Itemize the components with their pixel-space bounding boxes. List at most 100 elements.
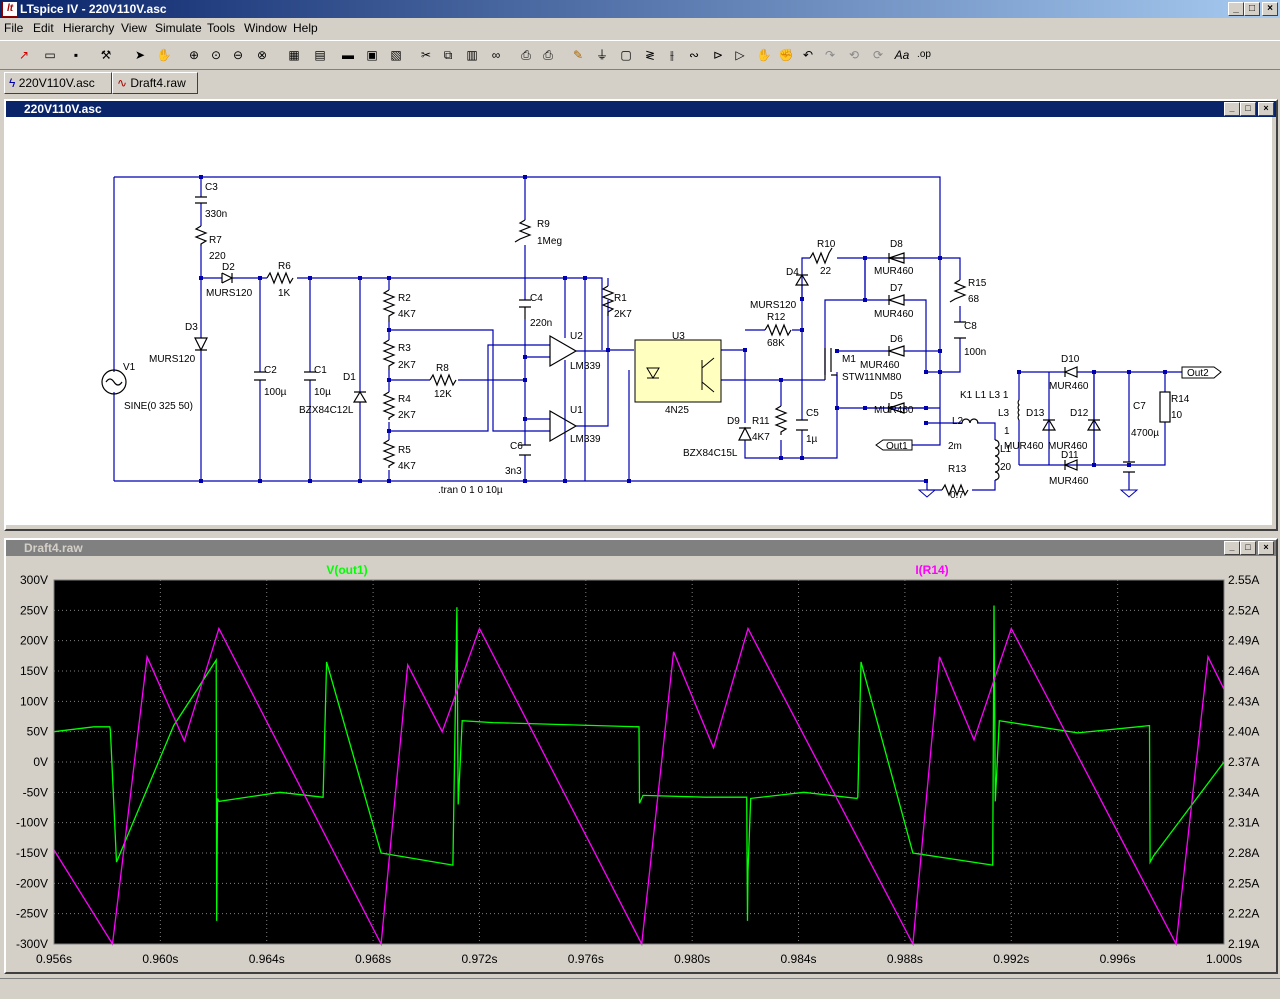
cascade-icon[interactable]: ▣ [366, 48, 378, 62]
open-schematic-icon[interactable]: ↗ [18, 48, 30, 62]
control-panel-icon[interactable]: ⚒ [100, 48, 112, 62]
print-setup-icon[interactable]: ⎙ [521, 48, 531, 62]
u2-opamp-symbol [549, 334, 578, 368]
capacitor-icon[interactable]: ⫲ [670, 48, 674, 62]
ground-icon [917, 489, 1139, 498]
menu-simulate[interactable]: Simulate [155, 21, 202, 35]
tab-waveform[interactable]: ∿ Draft4.raw [112, 72, 198, 94]
waveform-close-button[interactable]: × [1258, 541, 1274, 555]
zoom-out-icon[interactable]: ⊖ [232, 48, 244, 62]
label-l3-value: 1 [1004, 426, 1010, 437]
component-icon[interactable]: ▷ [735, 48, 745, 62]
label-r3-value: 2K7 [398, 360, 416, 371]
menu-view[interactable]: View [121, 21, 147, 35]
fft-icon[interactable]: ▤ [314, 48, 326, 62]
halt-icon[interactable]: ✋ [156, 48, 172, 62]
move-icon[interactable]: ✋ [756, 48, 772, 62]
spice-directive-text[interactable]: .tran 0 1 0 10µ [438, 485, 503, 496]
zoom-in-icon[interactable]: ⊕ [188, 48, 200, 62]
out2-net-flag [1181, 366, 1222, 379]
find-icon[interactable]: ∞ [491, 48, 501, 62]
label-d11: D11 [1061, 450, 1079, 461]
spice-directive-icon[interactable]: .op [917, 49, 931, 60]
menu-window[interactable]: Window [244, 21, 287, 35]
label-k1: K1 L1 L3 1 [960, 390, 1009, 401]
maximize-button[interactable]: □ [1244, 2, 1260, 16]
label-l2-value: 2m [948, 441, 962, 452]
label-c3-value: 330n [205, 209, 227, 220]
rotate-icon[interactable]: ⟲ [848, 48, 860, 62]
series-line-ir14 [53, 626, 1225, 947]
waveform-maximize-button[interactable]: □ [1240, 541, 1256, 555]
tile-horizontal-icon[interactable]: ▬ [342, 48, 354, 62]
label-r15-value: 68 [968, 294, 980, 305]
label-u2-value: LM339 [570, 361, 601, 372]
schematic-window-title: 220V110V.asc [24, 102, 102, 116]
label-d11-value: MUR460 [1049, 476, 1089, 487]
label-d4: D4 [786, 267, 799, 278]
schematic-canvas[interactable]: V1 SINE(0 325 50) C3 330n R7 220 D2 MURS… [6, 117, 1272, 525]
cut-icon[interactable]: ✂ [420, 48, 432, 62]
menu-hierarchy[interactable]: Hierarchy [63, 21, 115, 35]
autorange-icon[interactable]: ▦ [288, 48, 300, 62]
mirror-icon[interactable]: ⟳ [872, 48, 884, 62]
waveform-minimize-button[interactable]: _ [1224, 541, 1240, 555]
label-r5-value: 4K7 [398, 461, 416, 472]
schematic-window-titlebar: 220V110V.asc _ □ × [6, 101, 1276, 117]
resistor-icon[interactable]: ≷ [644, 48, 656, 62]
y-tick-label: 150V [20, 664, 48, 678]
label-l1: L1 [1000, 444, 1012, 455]
undo-icon[interactable]: ↶ [802, 48, 814, 62]
menu-edit[interactable]: Edit [33, 21, 54, 35]
schematic-icon: ϟ [9, 76, 19, 90]
label-d1: D1 [343, 372, 356, 383]
inductor-icon[interactable]: ∾ [688, 48, 700, 62]
minimize-button[interactable]: _ [1228, 2, 1244, 16]
label-d7-value: MUR460 [874, 309, 914, 320]
redo-icon[interactable]: ↷ [824, 48, 836, 62]
menu-file[interactable]: File [4, 21, 24, 35]
open-file-icon[interactable]: ▭ [44, 48, 56, 62]
run-icon[interactable]: ➤ [134, 48, 146, 62]
y2-tick-label: 2.46A [1228, 664, 1259, 678]
y-tick-label: 0V [33, 755, 48, 769]
paste-icon[interactable]: ▥ [466, 48, 478, 62]
component-labels: V1 SINE(0 325 50) C3 330n R7 220 D2 MURS… [123, 182, 1209, 501]
schematic-close-button[interactable]: × [1258, 102, 1274, 116]
draw-wire-icon[interactable]: ✎ [572, 48, 584, 62]
drag-icon[interactable]: ✊ [778, 48, 794, 62]
save-icon[interactable]: ▪ [73, 48, 79, 62]
y2-tick-label: 2.28A [1228, 846, 1259, 860]
diode-icon[interactable]: ⊳ [712, 48, 724, 62]
label-l1-value: 20 [1000, 462, 1012, 473]
zoom-fit-icon[interactable]: ⊗ [256, 48, 268, 62]
menu-help[interactable]: Help [293, 21, 318, 35]
label-net-icon[interactable]: ▢ [620, 48, 632, 62]
close-all-icon[interactable]: ▧ [390, 48, 402, 62]
close-button[interactable]: × [1262, 2, 1278, 16]
print-icon[interactable]: ⎙ [543, 48, 553, 62]
text-icon[interactable]: Aa [894, 48, 910, 62]
tab-schematic[interactable]: ϟ 220V110V.asc [4, 72, 112, 94]
toolbar: ↗ ▭ ▪ ⚒ ➤ ✋ ⊕ ⊙ ⊖ ⊗ ▦ ▤ ▬ ▣ ▧ ✂ ⧉ ▥ ∞ ⎙ … [0, 40, 1280, 70]
schematic-minimize-button[interactable]: _ [1224, 102, 1240, 116]
y-tick-label: -50V [23, 785, 48, 799]
y2-tick-label: 2.22A [1228, 907, 1259, 921]
ground-icon[interactable]: ⏚ [595, 48, 608, 62]
label-out2: Out2 [1187, 368, 1209, 379]
menu-tools[interactable]: Tools [207, 21, 236, 35]
x-tick-label: 0.996s [1100, 952, 1136, 966]
copy-icon[interactable]: ⧉ [443, 48, 453, 62]
label-r9-value: 1Meg [537, 236, 562, 247]
x-tick-label: 0.964s [249, 952, 285, 966]
pan-icon[interactable]: ⊙ [210, 48, 222, 62]
x-tick-label: 0.968s [355, 952, 391, 966]
label-out1: Out1 [886, 441, 908, 452]
schematic-drawing[interactable]: V1 SINE(0 325 50) C3 330n R7 220 D2 MURS… [6, 117, 1272, 525]
schematic-maximize-button[interactable]: □ [1240, 102, 1256, 116]
x-tick-label: 1.000s [1206, 952, 1242, 966]
label-c6: C6 [510, 441, 523, 452]
label-r7-value: 220 [209, 251, 226, 262]
